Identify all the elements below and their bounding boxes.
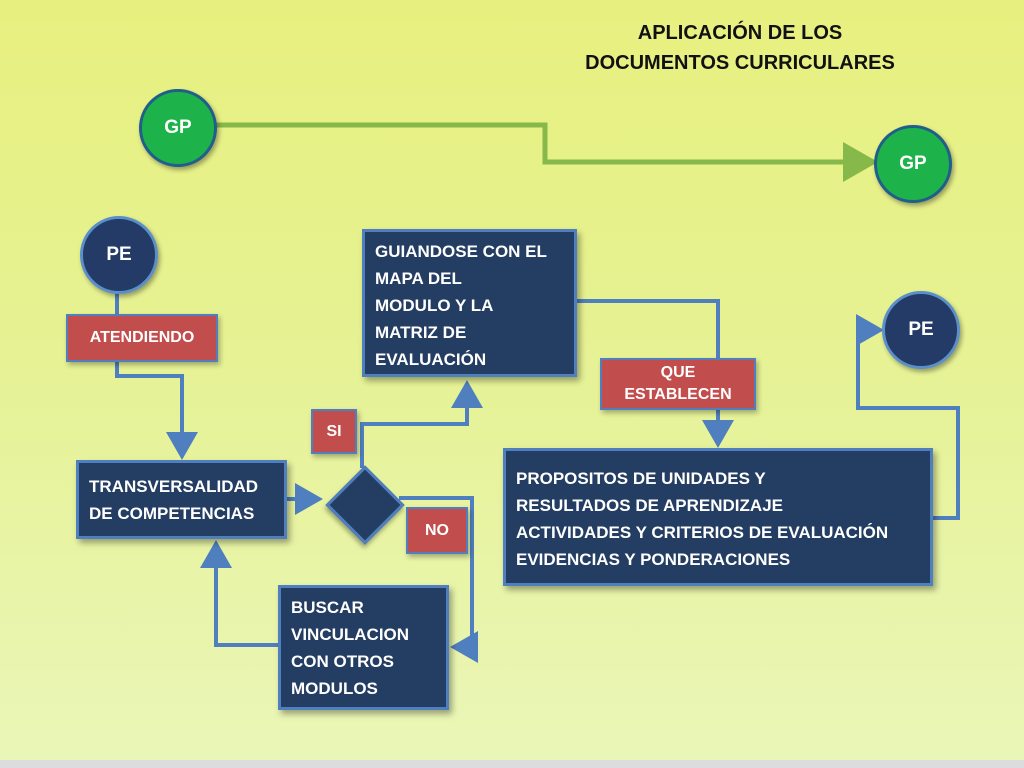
- propositos-line-1: PROPOSITOS DE UNIDADES Y: [516, 469, 766, 488]
- si-label: SI: [311, 409, 357, 454]
- pe-start-node: PE: [80, 216, 158, 294]
- guiandose-line-1: GUIANDOSE CON EL: [375, 242, 547, 261]
- transversalidad-line-2: DE COMPETENCIAS: [89, 504, 255, 523]
- atendiendo-text: ATENDIENDO: [89, 329, 195, 346]
- propositos-line-3: ACTIVIDADES Y CRITERIOS DE EVALUACIÓN: [516, 523, 889, 542]
- title-line-2: DOCUMENTOS CURRICULARES: [585, 52, 895, 74]
- gp-end-node: GP: [874, 125, 952, 203]
- que-establecen-line-2: ESTABLECEN: [624, 386, 732, 403]
- bottom-strip: [0, 760, 1024, 768]
- propositos-box: PROPOSITOS DE UNIDADES Y RESULTADOS DE A…: [503, 448, 933, 586]
- buscar-line-3: CON OTROS: [291, 652, 394, 671]
- gp-end-label: GP: [899, 153, 927, 174]
- propositos-to-pe: [856, 314, 960, 520]
- title-line-1: APLICACIÓN DE LOS: [637, 22, 843, 44]
- gp-connector: [214, 122, 878, 182]
- atendiendo-label: ATENDIENDO: [66, 314, 218, 362]
- transversalidad-box: TRANSVERSALIDAD DE COMPETENCIAS: [76, 460, 287, 539]
- guiandose-line-3: MODULO Y LA: [375, 296, 494, 315]
- que-establecen-line-1: QUE: [660, 364, 696, 381]
- propositos-line-4: EVIDENCIAS Y PONDERACIONES: [516, 550, 791, 569]
- guiandose-to-que-establecen: [576, 299, 720, 360]
- si-text: SI: [326, 422, 342, 440]
- guiandose-line-5: EVALUACIÓN: [375, 350, 487, 369]
- diagram-title: APLICACIÓN DE LOS DOCUMENTOS CURRICULARE…: [560, 18, 920, 78]
- diamond-to-guiandose: [360, 380, 483, 468]
- buscar-to-transversalidad: [200, 540, 278, 647]
- buscar-line-1: BUSCAR: [291, 598, 364, 617]
- gp-start-node: GP: [139, 89, 217, 167]
- propositos-line-2: RESULTADOS DE APRENDIZAJE: [516, 496, 783, 515]
- diamond-to-buscar: [399, 496, 478, 663]
- guiandose-line-2: MAPA DEL: [375, 269, 462, 288]
- pe-end-node: PE: [882, 291, 960, 369]
- no-text: NO: [425, 521, 449, 539]
- transversalidad-line-1: TRANSVERSALIDAD: [89, 477, 259, 496]
- no-label: NO: [406, 507, 468, 554]
- buscar-box: BUSCAR VINCULACION CON OTROS MODULOS: [278, 585, 449, 710]
- que-establecen-label: QUE ESTABLECEN: [600, 358, 756, 410]
- pe-start-label: PE: [106, 244, 132, 265]
- buscar-line-4: MODULOS: [291, 679, 378, 698]
- buscar-line-2: VINCULACION: [291, 625, 410, 644]
- gp-start-label: GP: [164, 117, 192, 138]
- pe-end-label: PE: [908, 319, 934, 340]
- guiandose-box: GUIANDOSE CON EL MAPA DEL MODULO Y LA MA…: [362, 229, 577, 377]
- atendiendo-to-transversalidad: [115, 360, 198, 460]
- guiandose-line-4: MATRIZ DE: [375, 323, 467, 342]
